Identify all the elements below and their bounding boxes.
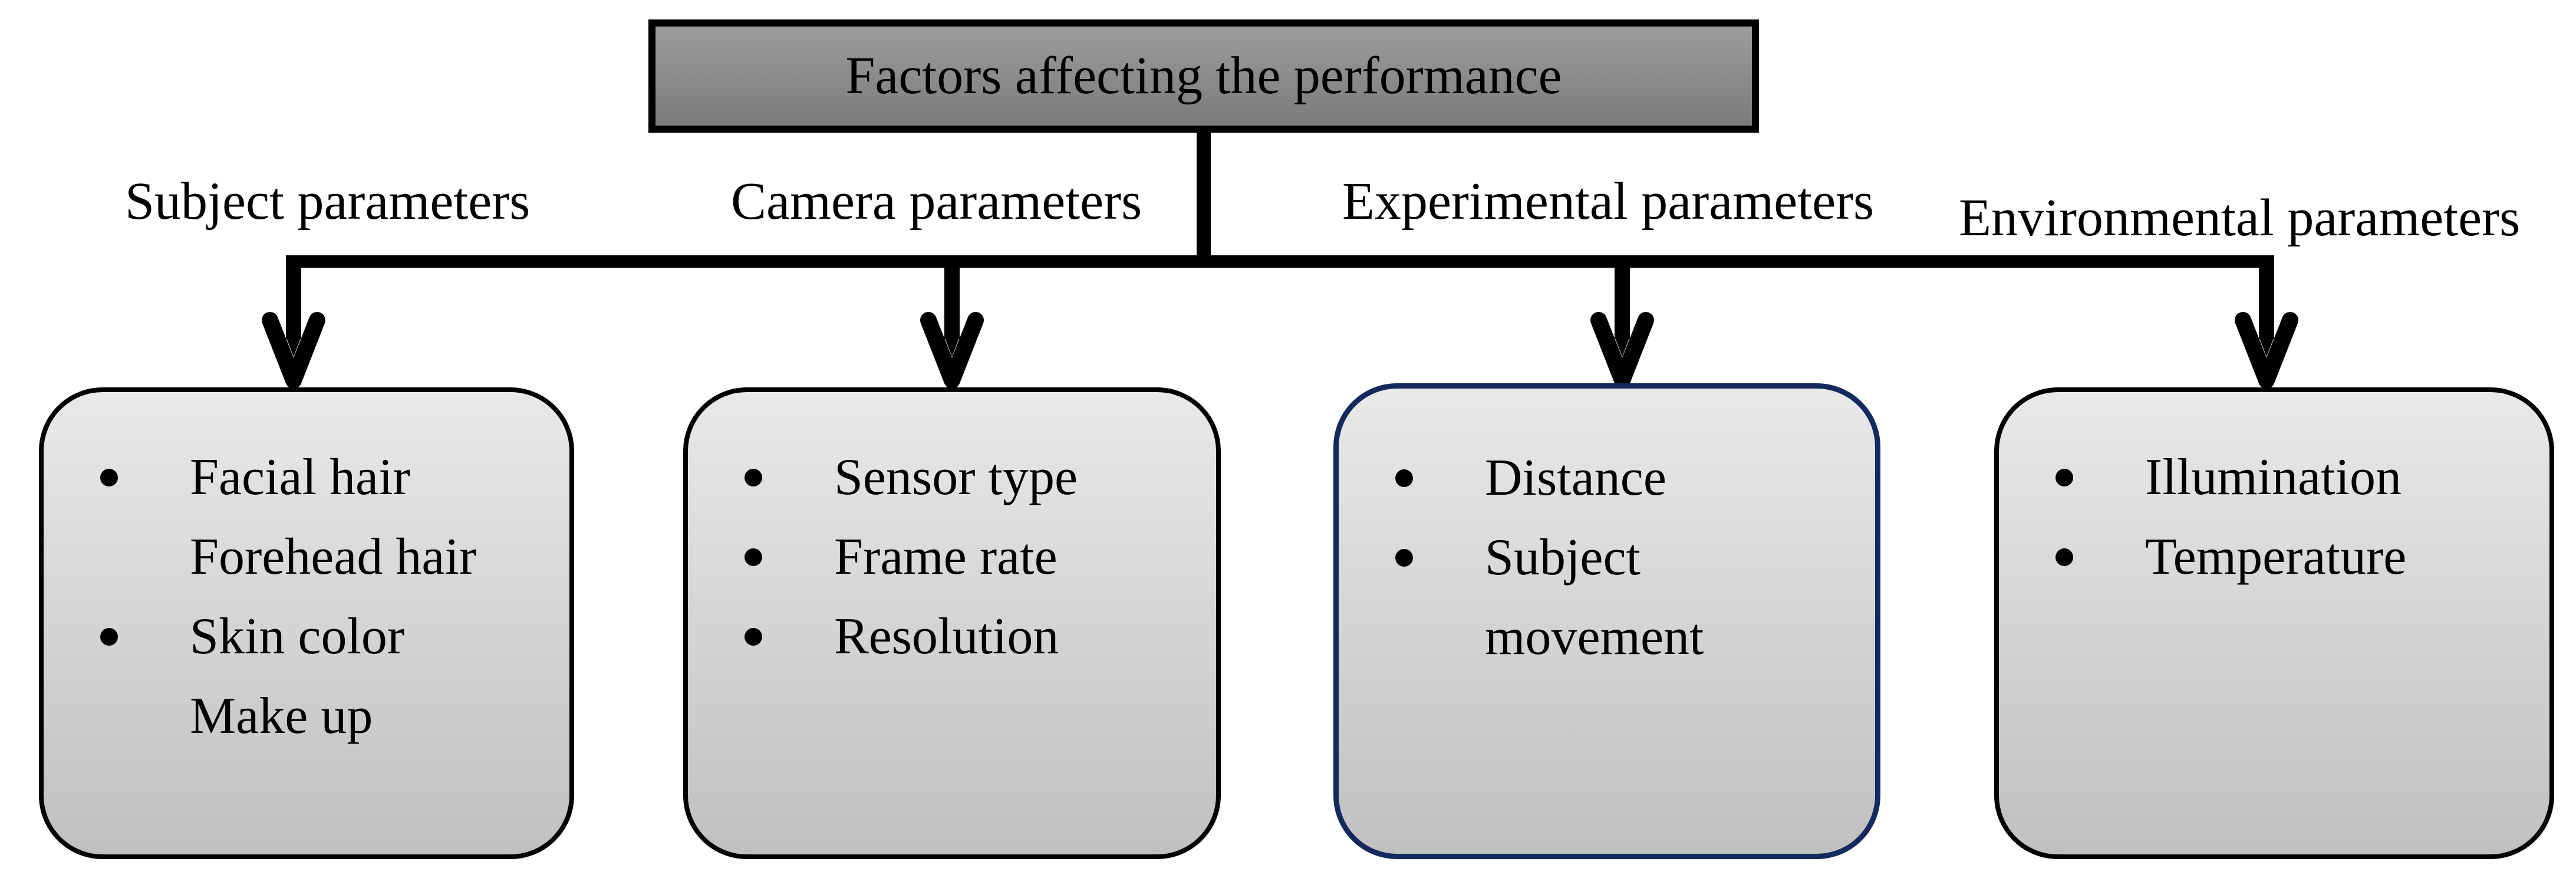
bullet-icon [2055,468,2073,486]
arrow-down-icon [258,264,329,390]
connector-bar [286,255,2274,268]
item-text: movement [1485,608,1704,666]
bullet-icon [2055,548,2073,566]
bullet-icon [1395,469,1413,487]
list-item: Resolution [745,597,1198,676]
branch-label-subject: Subject parameters [125,172,531,231]
list-item: Skin color [100,597,552,676]
arrow-down-icon [1587,264,1658,390]
title-box: Factors affecting the performance [648,19,1759,133]
item-text: Forehead hair [190,528,477,586]
factor-box-experimental: Distance Subject movement [1333,383,1880,859]
item-text: Sensor type [834,448,1078,506]
item-text: Resolution [834,607,1059,665]
item-text: Make up [190,687,373,745]
item-text: Subject [1485,528,1641,586]
branch-label-camera: Camera parameters [731,172,1142,231]
item-text: Facial hair [190,448,410,506]
list-item: Facial hair [100,438,552,517]
list-item: Distance [1395,438,1857,518]
item-text: Skin color [190,607,405,665]
item-text: Frame rate [834,528,1058,586]
list-item: Forehead hair [100,517,552,597]
list-item: Subject [1395,518,1857,597]
factor-box-environmental: Illumination Temperature [1994,387,2554,859]
list-item: Frame rate [745,517,1198,597]
bullet-icon [100,468,118,486]
item-text: Illumination [2145,448,2402,506]
list-item: movement [1395,597,1857,677]
page-title: Factors affecting the performance [845,47,1562,105]
bullet-list: Sensor type Frame rate Resolution [745,438,1198,676]
factor-box-subject: Facial hair Forehead hair Skin color Mak… [39,387,574,859]
connector-stem [1197,131,1211,256]
bullet-list: Distance Subject movement [1395,438,1857,677]
bullet-icon [1395,548,1413,567]
bullet-list: Facial hair Forehead hair Skin color Mak… [100,438,552,756]
bullet-icon [100,627,118,646]
list-item: Temperature [2055,517,2532,597]
bullet-list: Illumination Temperature [2055,438,2532,597]
list-item: Make up [100,676,552,756]
list-item: Illumination [2055,438,2532,517]
bullet-icon [745,468,762,486]
bullet-icon [745,548,762,566]
arrow-down-icon [2231,264,2302,390]
branch-label-experimental: Experimental parameters [1342,172,1875,231]
factor-box-camera: Sensor type Frame rate Resolution [683,387,1221,859]
item-text: Temperature [2145,528,2407,586]
item-text: Distance [1485,449,1666,507]
list-item: Sensor type [745,438,1198,517]
arrow-down-icon [917,264,987,390]
bullet-icon [745,627,762,646]
branch-label-environmental: Environmental parameters [1959,189,2521,247]
